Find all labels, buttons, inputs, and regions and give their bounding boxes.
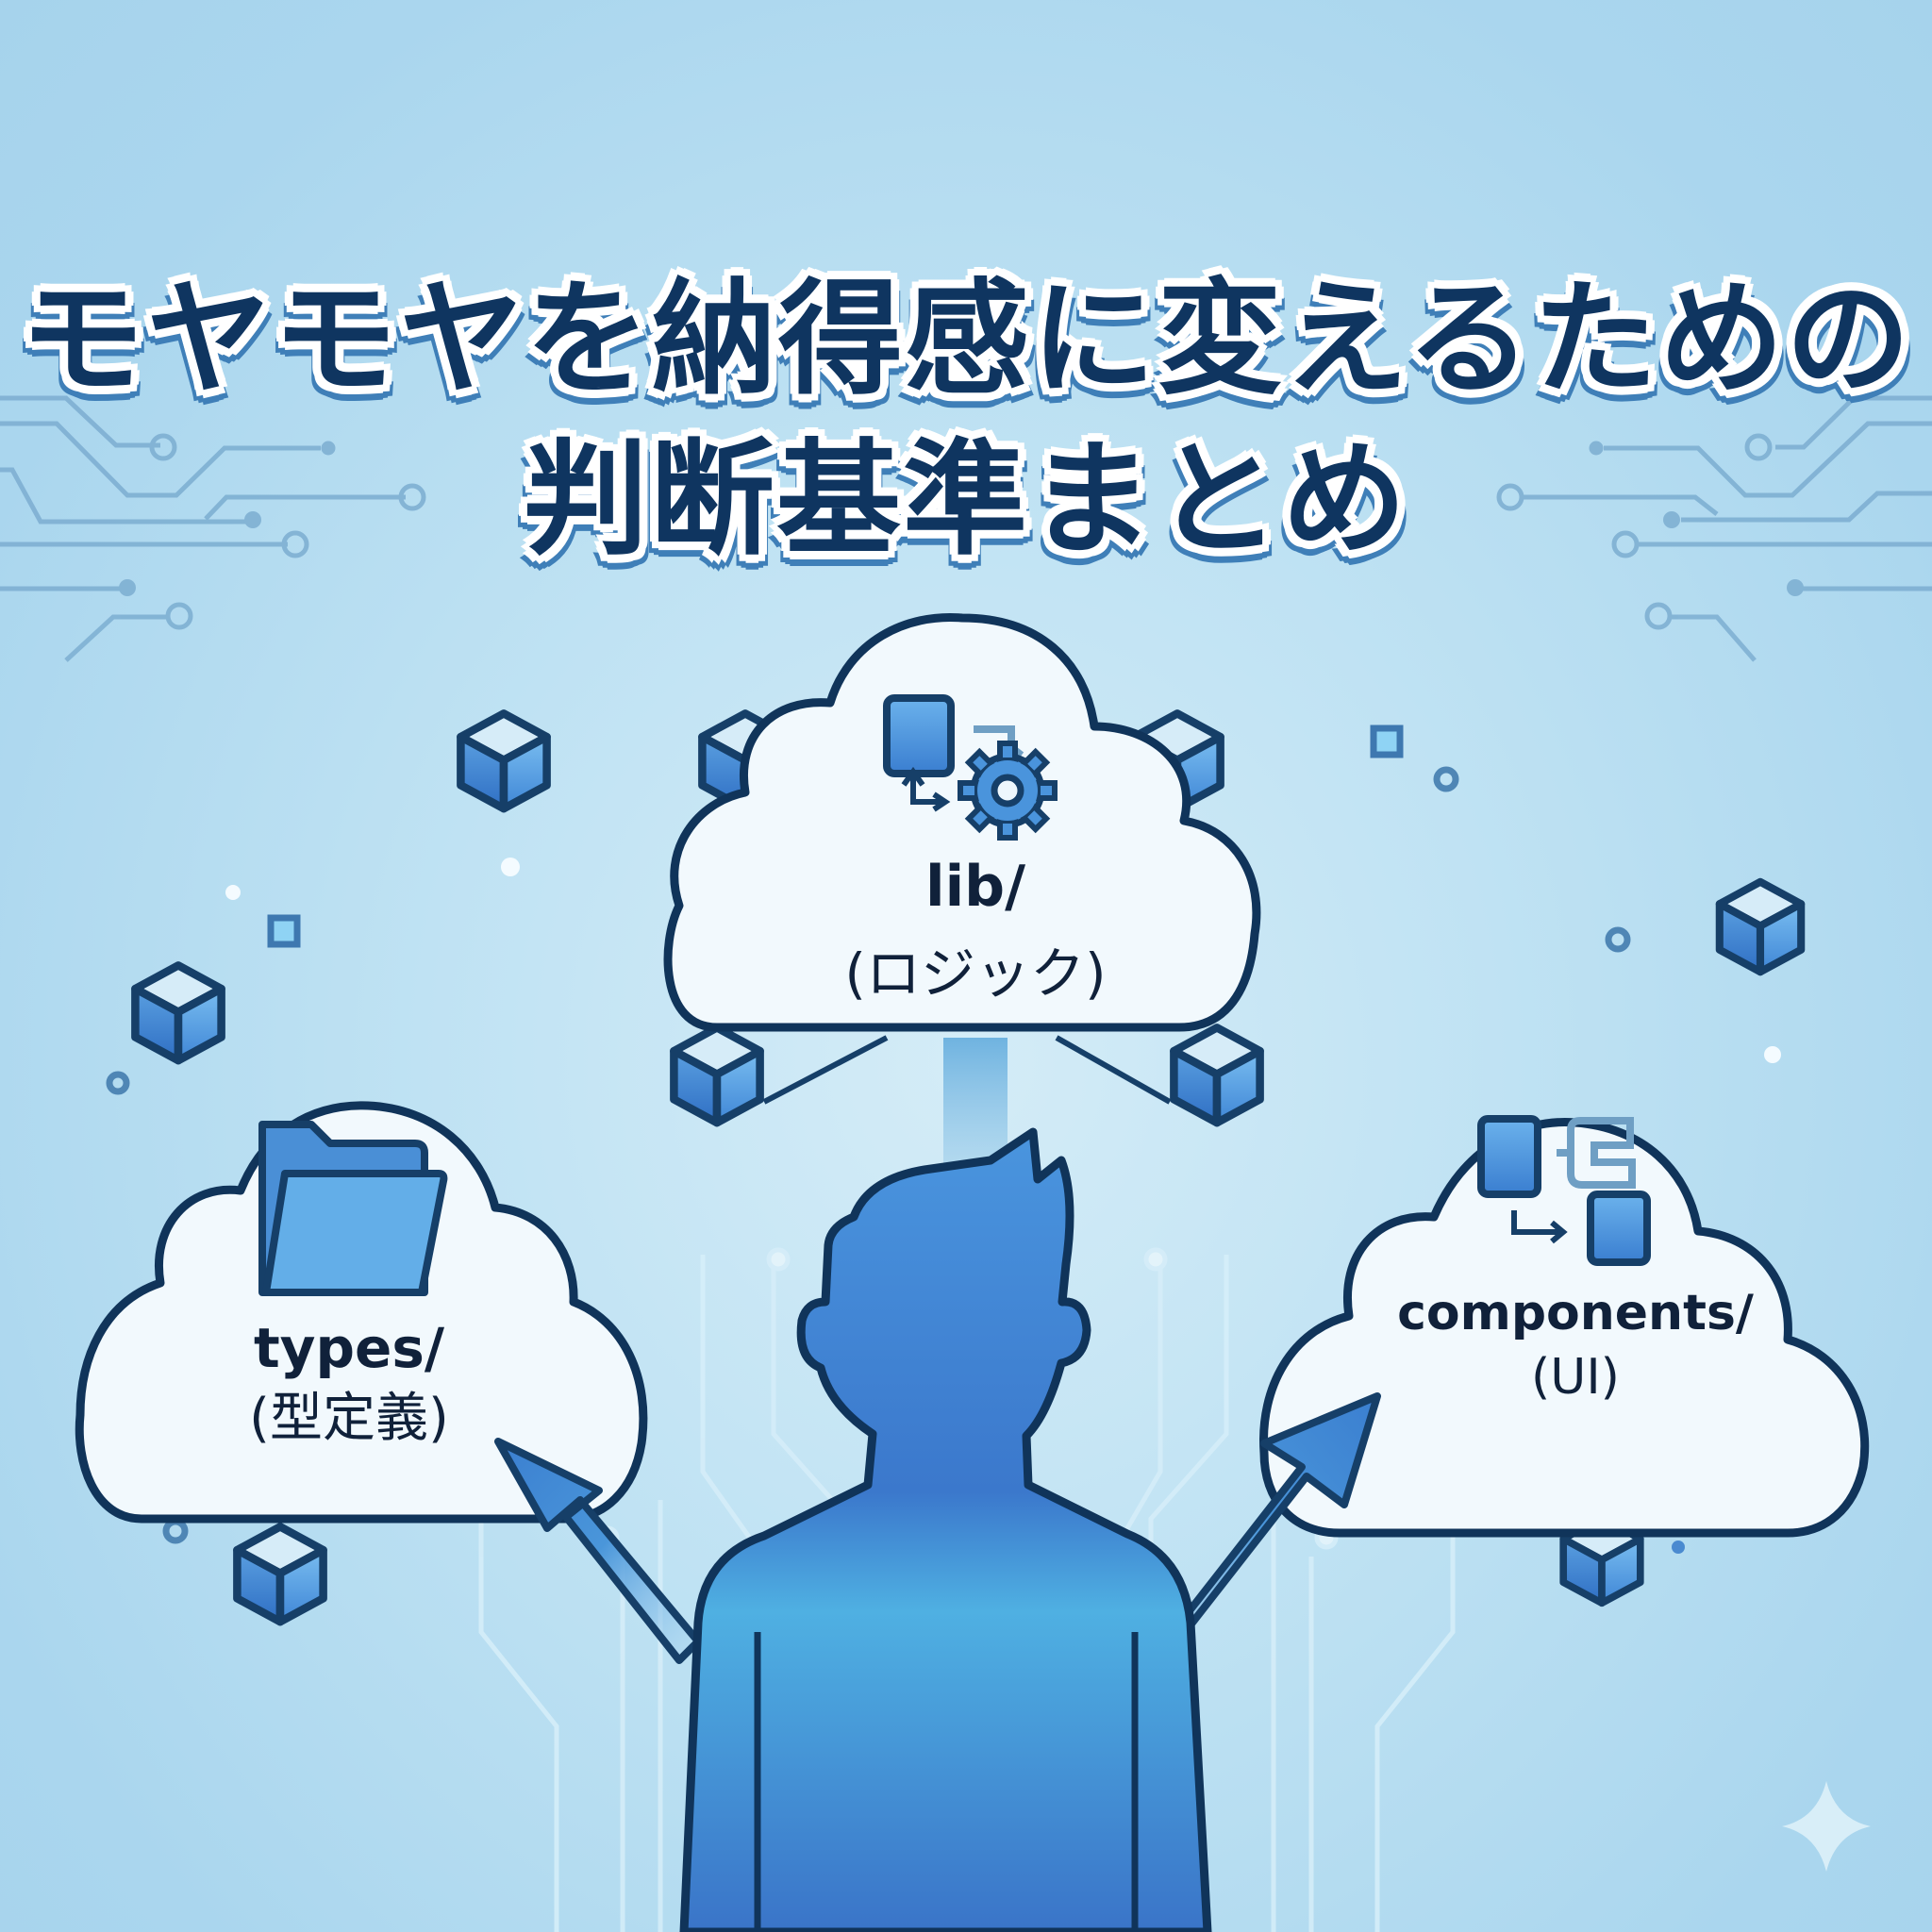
cloud-types-label: types/ xyxy=(253,1316,445,1380)
cloud-components-sublabel: (UI) xyxy=(1531,1349,1620,1406)
folder-icon xyxy=(258,1121,448,1296)
page-title-line-2: 判断基準まとめ xyxy=(524,427,1408,573)
cube-icon xyxy=(1720,882,1801,972)
cloud-components-label: components/ xyxy=(1397,1285,1754,1341)
cloud-lib xyxy=(663,612,1261,1032)
person-silhouette xyxy=(679,1127,1212,1932)
cloud-cube-connectors xyxy=(762,1035,1172,1105)
page-title-line-1: モヤモヤを納得感に変えるための xyxy=(19,267,1913,412)
circuit-lines-left xyxy=(0,395,426,662)
cloud-types xyxy=(75,1101,648,1524)
small-dots xyxy=(225,858,1781,1063)
cube-icon xyxy=(1174,1027,1259,1123)
circuit-lines-right xyxy=(1496,395,1932,662)
arrow-to-types xyxy=(494,1438,702,1664)
sparkle-icon xyxy=(1782,1781,1871,1872)
cube-icon xyxy=(135,965,221,1060)
cloud-types-sublabel: (型定義) xyxy=(249,1388,449,1449)
small-dot xyxy=(1672,1541,1685,1554)
cloud-lib-label: lib/ xyxy=(925,854,1025,920)
gear-flow-icon xyxy=(883,694,1058,841)
cube-icon xyxy=(674,1027,759,1123)
cloud-lib-sublabel: (ロジック) xyxy=(844,941,1107,1006)
component-blocks-icon xyxy=(1477,1115,1651,1266)
cube-icon xyxy=(460,713,546,808)
cloud-components xyxy=(1259,1115,1870,1538)
cube-icon xyxy=(237,1526,323,1622)
